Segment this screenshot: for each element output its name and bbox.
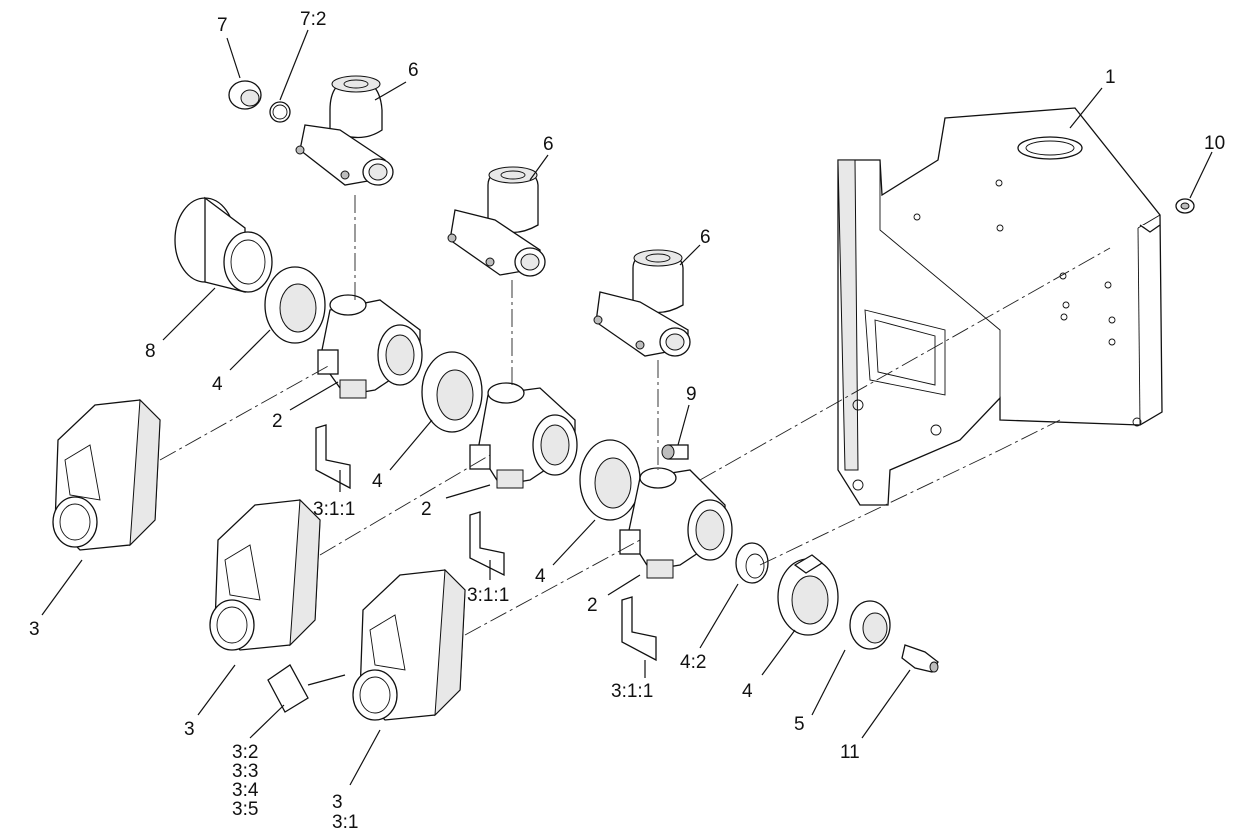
handle-part-3-a xyxy=(52,398,161,551)
clip-part-3-1-1-c xyxy=(621,596,657,662)
nipple-part-11 xyxy=(901,644,939,673)
callout-3-b: 3 xyxy=(184,719,195,740)
end-cap-part-8 xyxy=(174,196,273,293)
clamp-ring-part-4-b xyxy=(421,351,483,433)
callout-7-2: 7:2 xyxy=(300,9,326,30)
valve-body-part-2-a xyxy=(317,294,423,399)
valve-body-part-2-c xyxy=(619,467,733,579)
clamp-ring-part-4-c xyxy=(579,439,641,521)
callout-11: 11 xyxy=(840,742,860,763)
callout-3-1: 3:1 xyxy=(332,812,358,833)
nut-part-5 xyxy=(849,600,891,650)
mounting-bracket xyxy=(837,107,1163,506)
callout-4-c: 4 xyxy=(535,566,546,587)
callout-3-c: 3 xyxy=(332,792,343,813)
handle-part-3-c xyxy=(352,568,466,721)
o-ring-part-7-2 xyxy=(269,101,291,123)
callout-4-d: 4 xyxy=(742,681,753,702)
clamp-ring-part-4-a xyxy=(264,266,326,344)
handle-part-3-b xyxy=(209,498,321,651)
callout-4-b: 4 xyxy=(372,471,383,492)
callout-9: 9 xyxy=(686,384,697,405)
seal-part-4-2 xyxy=(735,542,769,584)
valve-part-6-right xyxy=(593,249,691,357)
callout-3-2: 3:2 xyxy=(232,742,258,763)
callout-2-c: 2 xyxy=(587,595,598,616)
callout-3-3: 3:3 xyxy=(232,761,258,782)
callout-3-4: 3:4 xyxy=(232,780,259,801)
callout-3-a: 3 xyxy=(29,619,40,640)
callout-7: 7 xyxy=(217,15,228,36)
callout-4-2: 4:2 xyxy=(680,652,706,673)
callout-6-right: 6 xyxy=(700,227,711,248)
callout-4-a: 4 xyxy=(212,374,223,395)
washer-part-10 xyxy=(1175,198,1195,214)
label-plate-part-3-2 xyxy=(267,664,309,713)
callout-2-a: 2 xyxy=(272,411,283,432)
clamp-ring-part-4-d xyxy=(777,554,839,636)
callout-6-top: 6 xyxy=(408,60,419,81)
leader-lines xyxy=(41,29,1213,786)
valve-part-6-top xyxy=(295,75,394,186)
callout-8: 8 xyxy=(145,341,156,362)
valve-part-6-middle xyxy=(447,166,546,277)
valve-body-part-2-b xyxy=(469,382,578,489)
callout-6-middle: 6 xyxy=(543,134,554,155)
callout-3-1-1-c: 3:1:1 xyxy=(611,681,653,702)
callout-labels: 1 10 7 7:2 6 6 6 8 4 2 4 9 2 3:1:1 4 3 2… xyxy=(29,9,1225,833)
bolt-part-9 xyxy=(661,444,689,460)
callout-3-1-1-b: 3:1:1 xyxy=(467,585,509,606)
callout-3-1-1-a: 3:1:1 xyxy=(313,499,355,520)
callout-2-b: 2 xyxy=(421,499,432,520)
callout-1: 1 xyxy=(1105,67,1116,88)
callout-5: 5 xyxy=(794,714,805,735)
callout-10: 10 xyxy=(1204,133,1225,154)
fitting-part-7 xyxy=(228,80,262,110)
center-lines xyxy=(159,195,1111,636)
callout-3-5: 3:5 xyxy=(232,799,258,820)
clip-part-3-1-1-a xyxy=(315,424,351,490)
clip-part-3-1-1-b xyxy=(469,511,505,577)
